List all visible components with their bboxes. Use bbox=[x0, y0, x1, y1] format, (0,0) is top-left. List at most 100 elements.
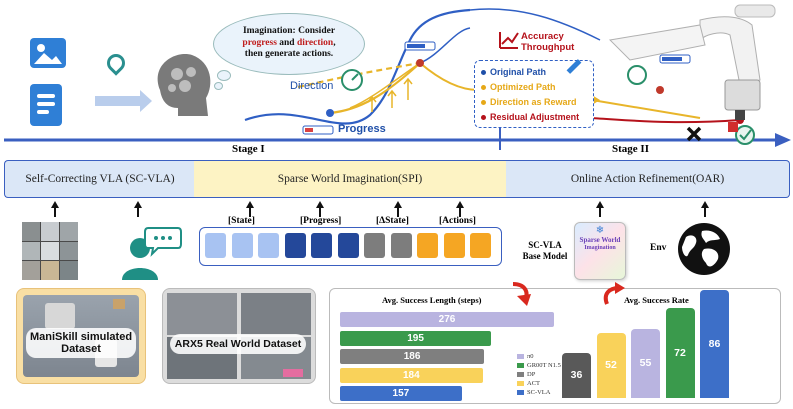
rate-bar: 36 bbox=[562, 352, 591, 398]
rate-bar-value: 36 bbox=[570, 369, 583, 382]
arx5-dataset-label: ARX5 Real World Dataset bbox=[170, 334, 306, 354]
legend-label: SC-VLA bbox=[527, 389, 551, 396]
length-bar-value: 186 bbox=[403, 351, 421, 362]
up-arrow-icon bbox=[137, 207, 139, 217]
legend-item: SC-VLA bbox=[517, 389, 550, 396]
stage2-item: Optimized Path bbox=[481, 80, 593, 95]
up-arrow-icon bbox=[459, 207, 461, 217]
legend-item: π0 bbox=[517, 353, 534, 360]
thinking-head-icon bbox=[150, 50, 214, 120]
legend-label: ACT bbox=[527, 380, 540, 387]
token-label: [Progress] bbox=[300, 216, 342, 226]
up-arrow-head bbox=[316, 201, 324, 208]
legend-label: π0 bbox=[527, 353, 534, 360]
bullet-icon bbox=[481, 85, 486, 90]
spi-module: Sparse World Imagination(SPI) bbox=[194, 160, 506, 198]
thought-direction: direction bbox=[296, 37, 334, 48]
token bbox=[364, 233, 385, 258]
up-arrow-icon bbox=[397, 207, 399, 217]
base-model-line2: Base Model bbox=[522, 251, 568, 261]
token bbox=[205, 233, 226, 258]
token bbox=[311, 233, 332, 258]
rate-bar: 52 bbox=[596, 332, 626, 398]
up-arrow-icon bbox=[704, 207, 706, 217]
length-bar: 186 bbox=[340, 349, 485, 364]
stage2-item-text: Direction as Reward bbox=[490, 97, 577, 107]
token bbox=[258, 233, 279, 258]
rate-bar: 55 bbox=[631, 328, 660, 398]
length-bar-value: 276 bbox=[438, 314, 456, 325]
stage2-item-text: Residual Adjustment bbox=[490, 112, 580, 122]
thought-dot bbox=[214, 82, 223, 90]
accuracy-text: Accuracy bbox=[521, 31, 564, 42]
rate-bar-value: 72 bbox=[674, 346, 686, 359]
token bbox=[443, 233, 465, 258]
card-line2: Imagination bbox=[584, 245, 616, 251]
sim-line1: ManiSkill simulated bbox=[29, 331, 133, 343]
spi-label: Sparse World Imagination(SPI) bbox=[277, 173, 423, 185]
globe-icon bbox=[678, 223, 730, 275]
legend-item: DP bbox=[517, 371, 535, 378]
bullet-icon bbox=[481, 115, 486, 120]
maniskill-dataset-label: ManiSkill simulated Dataset bbox=[26, 328, 136, 358]
rate-bar-value: 55 bbox=[639, 357, 652, 370]
rate-bar: 86 bbox=[700, 290, 729, 398]
token-label: [Actions] bbox=[439, 216, 476, 226]
stage2-label: Stage II bbox=[612, 143, 649, 155]
length-chart-title: Avg. Success Length (steps) bbox=[382, 295, 482, 305]
length-bar: 195 bbox=[340, 330, 492, 346]
legend-label: DP bbox=[527, 371, 536, 378]
stage1-label: Stage I bbox=[232, 143, 265, 155]
red-arrow-down-icon bbox=[512, 282, 531, 306]
length-bar: 157 bbox=[340, 386, 462, 401]
legend-swatch bbox=[517, 372, 524, 377]
token bbox=[337, 233, 359, 258]
user-speech-icon bbox=[118, 224, 182, 282]
thought-and: and bbox=[276, 37, 297, 48]
oar-label: Online Action Refinement(OAR) bbox=[570, 173, 725, 185]
legend-item: GR00T N1.5 bbox=[517, 362, 561, 369]
sim-line2: Dataset bbox=[61, 343, 101, 355]
token bbox=[231, 233, 253, 258]
sparse-imagination-card: ❄ Sparse World Imagination bbox=[574, 222, 626, 280]
base-model-line1: SC-VLA bbox=[528, 240, 562, 250]
up-arrow-icon bbox=[599, 207, 601, 217]
oar-module: Online Action Refinement(OAR) bbox=[506, 160, 790, 198]
up-arrow-head bbox=[246, 201, 254, 208]
scvla-module: Self-Correcting VLA (SC-VLA) bbox=[4, 160, 195, 198]
token bbox=[470, 233, 491, 258]
up-arrow-icon bbox=[319, 207, 321, 217]
stage2-item: Direction as Reward bbox=[481, 95, 593, 110]
robot-camera-grid bbox=[22, 222, 78, 280]
base-model-label: SC-VLA Base Model bbox=[520, 240, 570, 262]
legend-swatch bbox=[517, 354, 524, 359]
token bbox=[284, 233, 306, 258]
legend-label: GR00T N1.5 bbox=[527, 362, 561, 369]
up-arrow-head bbox=[134, 201, 142, 208]
accuracy-label: Accuracy Throughput bbox=[521, 31, 574, 53]
legend-swatch bbox=[517, 381, 524, 386]
stage-illustration bbox=[4, 4, 791, 150]
length-bar: 276 bbox=[340, 312, 554, 327]
rate-bar-value: 86 bbox=[708, 338, 721, 350]
stage2-item: Original Path bbox=[481, 65, 593, 80]
red-arrow-up-icon bbox=[603, 282, 625, 305]
length-bar-value: 184 bbox=[402, 369, 420, 381]
legend-swatch bbox=[517, 390, 524, 395]
up-arrow-head bbox=[456, 201, 464, 208]
legend-item: ACT bbox=[517, 380, 540, 387]
throughput-text: Throughput bbox=[521, 42, 575, 53]
thought-line1: Imagination: Consider bbox=[242, 26, 336, 36]
env-label: Env bbox=[650, 243, 667, 253]
progress-label: Progress bbox=[338, 123, 386, 135]
card-line1: Sparse World bbox=[579, 236, 621, 244]
length-bar-value: 157 bbox=[392, 388, 410, 399]
up-arrow-head bbox=[394, 201, 402, 208]
document-icon bbox=[30, 84, 62, 126]
rate-bar-value: 52 bbox=[605, 359, 617, 372]
up-arrow-head bbox=[51, 201, 59, 208]
up-arrow-head bbox=[701, 201, 709, 208]
thought-line3: then generate actions. bbox=[244, 49, 334, 59]
scvla-label: Self-Correcting VLA (SC-VLA) bbox=[25, 173, 175, 185]
